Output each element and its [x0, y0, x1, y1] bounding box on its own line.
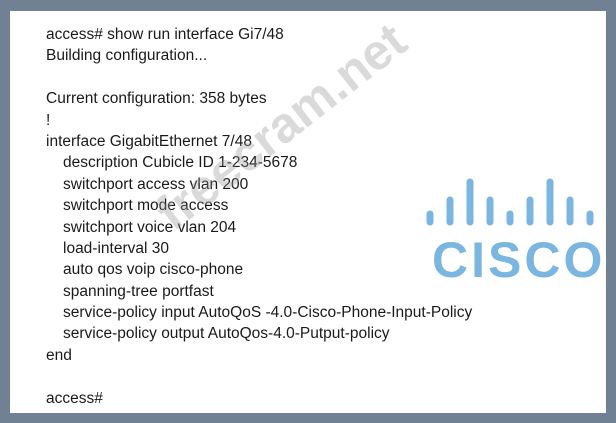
cisco-logo: CISCO — [422, 176, 602, 291]
terminal-line: access# — [46, 389, 103, 407]
terminal-line: switchport mode access — [63, 197, 229, 215]
terminal-line: service-policy output AutoQos-4.0-Putput… — [63, 325, 390, 343]
terminal-line: switchport access vlan 200 — [63, 175, 249, 193]
terminal-line — [46, 67, 472, 88]
terminal-line: description Cubicle ID 1-234-5678 — [63, 154, 298, 172]
terminal-line: Current configuration: 358 bytes — [46, 90, 267, 108]
terminal-line: end — [46, 346, 72, 364]
terminal-line: spanning-tree portfast — [63, 282, 214, 300]
terminal-line: interface GigabitEthernet 7/48 — [46, 132, 252, 150]
terminal-line: auto qos voip cisco-phone — [63, 261, 244, 279]
terminal-line: access# show run interface Gi7/48 — [46, 26, 284, 43]
terminal-line: ! — [46, 111, 51, 129]
terminal-line: Building configuration... — [46, 47, 208, 65]
terminal-line: load-interval 30 — [63, 239, 169, 257]
terminal-line: service-policy input AutoQoS -4.0-Cisco-… — [63, 304, 473, 322]
terminal-line — [46, 366, 472, 387]
cisco-bars-icon — [426, 178, 594, 226]
terminal-line: switchport voice vlan 204 — [63, 218, 237, 236]
cisco-logo-text: CISCO — [432, 232, 606, 288]
